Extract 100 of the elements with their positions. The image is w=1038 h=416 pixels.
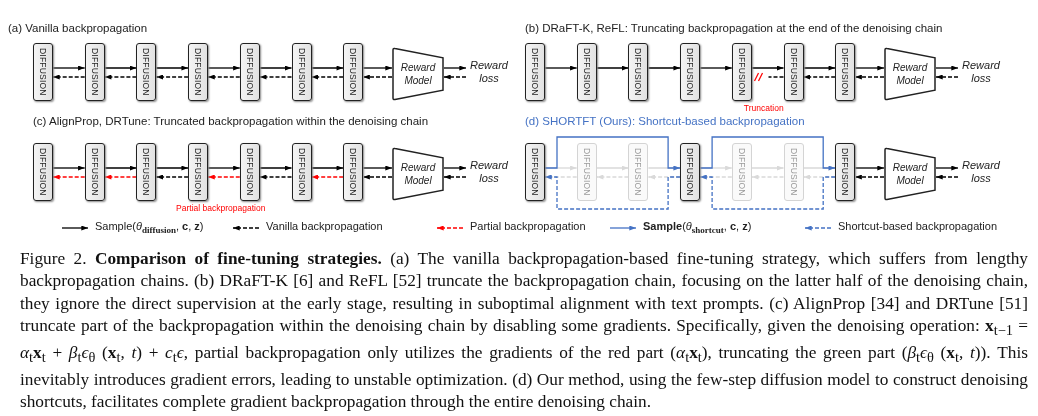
reward-loss-label: Reward loss: [958, 59, 1004, 87]
arrow: [935, 165, 959, 171]
diffusion-block: DIFFUSION: [680, 43, 701, 101]
legend-text: Sample(θ$_{diffusion}$, c, z): [95, 220, 204, 236]
diffusion-block: DIFFUSION: [576, 43, 597, 101]
diffusion-block: DIFFUSION: [835, 143, 856, 201]
diffusion-block: DIFFUSION: [136, 43, 157, 101]
arrow: [751, 165, 785, 171]
legend-text: Shortcut-based backpropagation: [838, 220, 997, 232]
dashed-arrow: [155, 174, 189, 180]
diffusion-block: DIFFUSION: [33, 43, 53, 101]
arrow: [259, 65, 293, 71]
arrow: [155, 65, 189, 71]
dashed-arrow: [362, 174, 393, 180]
dashed-arrow: [310, 74, 344, 80]
dashed-arrow: [207, 174, 241, 180]
diffusion-block: DIFFUSION: [291, 143, 312, 201]
reward-model-trapezoid: Reward Model: [884, 147, 936, 201]
dashed-arrow: [935, 174, 959, 180]
arrow: [259, 165, 293, 171]
dashed-arrow: [699, 174, 836, 210]
panel-title: (b) DRaFT-K, ReFL: Truncating backpropagation at the end of the denoising chain: [525, 22, 943, 34]
diffusion-block: DIFFUSION: [239, 143, 260, 201]
dashed-arrow: [104, 74, 138, 80]
dashed-arrow: [362, 74, 393, 80]
legend-text: Vanilla backpropagation: [266, 220, 383, 232]
faded-diffusion-block: DIFFUSION: [576, 143, 597, 201]
dashed-arrow: [802, 74, 836, 80]
arrow: [802, 65, 836, 71]
dashed-arrow: [104, 174, 138, 180]
reward-model-trapezoid: Reward Model: [884, 47, 936, 101]
arrow: [362, 65, 393, 71]
diffusion-block: DIFFUSION: [188, 43, 209, 101]
arrow: [544, 136, 681, 171]
reward-model-trapezoid: Reward Model: [392, 147, 444, 201]
arrow: [52, 65, 86, 71]
figure-caption: Figure 2. Comparison of fine-tuning strategies. (a) The vanilla backpropagation-based fine-tuning strategy, which suffers from lengthy backpropagation chains. (b) DRaFT-K [6] and ReFL [52] truncate the backpropagation chain, focusing on the latter half of the denoising chain, they ignore the direct supervision at the early stage, resulting in suboptimal alignment with text prompts. (c) AlignProp [34] and DRTune [51] truncate part of the backpropagation within the denoising chain by disabling some gradients. Specifically, given the denoising operation: x$_{t−1}$ = α$_{t}$x$_{t}$ + β$_{t}$ϵ$_{θ}$ (x$_{t}$, t) + c$_{t}$ϵ, partial backpropagation only utilizes the gradients of the red part (α$_{t}$x$_{t}$), truncating the green part (β$_{t}$ϵ$_{θ}$ (x$_{t}$, t)). This inevitably introduces gradient errors, leading to unstable optimization. (d) Our method, using the few-step diffusion model to construct denoising shortcuts, facilitates complete gradient backpropagation through the entire denoising chain.: [20, 248, 1028, 414]
dashed-arrow: [596, 174, 630, 180]
reward-loss-label: Reward loss: [958, 159, 1004, 187]
diffusion-block: DIFFUSION: [680, 143, 701, 201]
dashed-arrow: [155, 74, 189, 80]
arrow: [443, 65, 467, 71]
arrow: [207, 65, 241, 71]
diffusion-block: DIFFUSION: [188, 143, 209, 201]
arrow: [443, 165, 467, 171]
dashed-arrow: [259, 74, 293, 80]
faded-diffusion-block: DIFFUSION: [731, 143, 752, 201]
arrow: [310, 65, 344, 71]
reward-loss-label: Reward loss: [466, 159, 512, 187]
diffusion-block: DIFFUSION: [343, 143, 364, 201]
arrow: [104, 165, 138, 171]
arrow: [854, 165, 885, 171]
dashed-arrow: [443, 174, 467, 180]
diffusion-block: DIFFUSION: [525, 43, 545, 101]
arrow: [52, 165, 86, 171]
diffusion-block: DIFFUSION: [628, 43, 649, 101]
dashed-arrow: [443, 74, 467, 80]
arrow: [935, 65, 959, 71]
diffusion-block: DIFFUSION: [136, 143, 157, 201]
legend-text: Sample(θ$_{shortcut}$, c, z): [643, 220, 752, 236]
dashed-arrow: [207, 74, 241, 80]
diffusion-block: DIFFUSION: [783, 43, 804, 101]
panel-title: (a) Vanilla backpropagation: [8, 22, 148, 34]
diffusion-block: DIFFUSION: [84, 143, 105, 201]
arrow: [647, 65, 681, 71]
panel-title: (c) AlignProp, DRTune: Truncated backpropagation within the denoising chain: [33, 115, 429, 127]
dashed-arrow: [854, 174, 885, 180]
dashed-arrow: [52, 174, 86, 180]
legend-text: Partial backpropagation: [470, 220, 586, 232]
arrow: [699, 65, 733, 71]
arrow: [544, 65, 578, 71]
diffusion-block: DIFFUSION: [343, 43, 364, 101]
arrow: [699, 136, 836, 171]
dashed-arrow: [935, 74, 959, 80]
dashed-arrow: [544, 174, 681, 210]
arrow: [596, 65, 630, 71]
dashed-arrow: [52, 74, 86, 80]
faded-diffusion-block: DIFFUSION: [783, 143, 804, 201]
dashed-arrow: [854, 74, 885, 80]
diffusion-block: DIFFUSION: [835, 43, 856, 101]
faded-diffusion-block: DIFFUSION: [628, 143, 649, 201]
arrow: [854, 65, 885, 71]
arrow: [207, 165, 241, 171]
arrow: [104, 65, 138, 71]
arrow: [362, 165, 393, 171]
arrow: [751, 65, 785, 71]
diffusion-block: DIFFUSION: [291, 43, 312, 101]
arrow: [155, 165, 189, 171]
diffusion-block: DIFFUSION: [239, 43, 260, 101]
reward-model-trapezoid: Reward Model: [392, 47, 444, 101]
panel-title: (d) SHORTFT (Ours): Shortcut-based backpropagation: [525, 115, 805, 127]
diffusion-block: DIFFUSION: [525, 143, 545, 201]
arrow: [596, 165, 630, 171]
dashed-arrow: [310, 174, 344, 180]
dashed-arrow: [751, 174, 785, 180]
arrow: [310, 165, 344, 171]
dashed-arrow: [259, 174, 293, 180]
diffusion-block: DIFFUSION: [731, 43, 752, 101]
truncation-label: Truncation: [743, 103, 784, 113]
diffusion-block: DIFFUSION: [84, 43, 105, 101]
